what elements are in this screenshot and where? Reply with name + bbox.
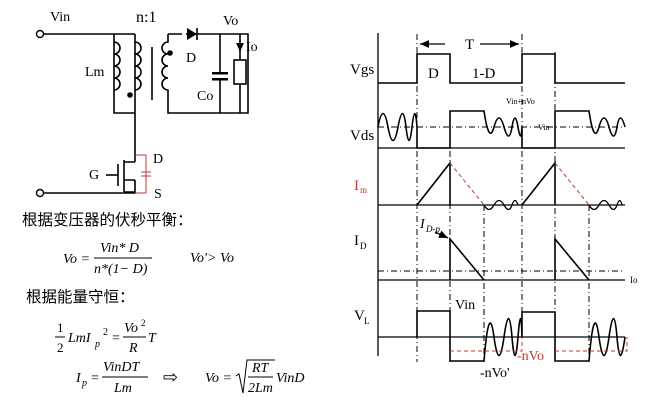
co-label: Co <box>197 89 213 104</box>
vl-label-sub: L <box>364 316 370 326</box>
period-label: T <box>465 37 474 53</box>
body-capacitor <box>135 154 147 194</box>
energy-num-sq: 2 <box>141 318 146 328</box>
capacitor-icon <box>212 72 228 75</box>
volt-second-heading: 根据变压器的伏秒平衡： <box>22 211 193 229</box>
ratio-label: n:1 <box>136 9 156 26</box>
im-ringing <box>483 199 623 211</box>
equations: 根据变压器的伏秒平衡： Vo = Vin* D n*(1− D) Vo'> Vo… <box>22 211 305 396</box>
half-num: 1 <box>57 320 64 335</box>
vo2-lhs: Vo = <box>205 371 232 386</box>
gate-label: G <box>89 168 99 183</box>
primary-wiring <box>44 33 136 194</box>
vo2-den: 2Lm <box>248 381 273 396</box>
id-label-sub: D <box>360 241 367 251</box>
vl-vin-label: Vin <box>455 298 475 313</box>
id-peak-sub: D-p <box>425 224 440 234</box>
mosfet-icon <box>106 154 151 194</box>
vgs-label: Vgs <box>350 62 374 78</box>
off-duty-label: 1-D <box>472 66 495 82</box>
lm-inductor <box>113 41 121 91</box>
vo2-tail: VinD <box>276 371 305 386</box>
ip-eq: = <box>91 371 99 386</box>
vds-label: Vds <box>350 128 374 144</box>
energy-p: p <box>94 339 100 350</box>
id-peak-label: I <box>419 217 426 232</box>
ip-num: VinDT <box>103 360 141 375</box>
io-level-label: Io <box>630 275 638 285</box>
energy-sq: 2 <box>103 327 108 338</box>
flyback-circuit: Vin n:1 Vo Io D Lm Co G D S <box>35 9 258 202</box>
vds-mid-label: Vin <box>538 123 550 132</box>
secondary-wiring <box>161 33 249 114</box>
ip-den: Lm <box>113 381 132 396</box>
diode-label: D <box>186 51 196 66</box>
vo-lhs: Vo = <box>63 252 90 267</box>
im-label-sub: m <box>360 185 367 195</box>
im-waveform <box>416 160 556 206</box>
vl-nvo-dashed <box>450 337 628 352</box>
vl-nvo-prime-label: -nVo' <box>480 366 510 381</box>
vo-numerator: Vin* D <box>100 241 139 256</box>
primary-winding <box>134 41 142 91</box>
vl-waveform <box>416 310 626 362</box>
vl-label: V <box>354 308 365 324</box>
energy-num: Vo <box>124 321 138 336</box>
ip-lhs: I <box>75 371 82 386</box>
energy-T: T <box>148 331 157 346</box>
im-demag-dashed <box>449 162 590 206</box>
energy-lmi: LmI <box>67 331 92 346</box>
source-label: S <box>154 187 162 202</box>
energy-heading: 根据能量守恒： <box>26 288 135 306</box>
resistor-icon <box>233 59 247 85</box>
sqrt-sign <box>235 359 275 394</box>
vgs-waveform <box>378 53 625 84</box>
primary-dot <box>127 92 133 98</box>
im-label: I <box>354 178 359 194</box>
diode-icon <box>187 28 197 40</box>
io-label: Io <box>246 40 258 55</box>
ip-sub: p <box>81 378 87 389</box>
duty-label: D <box>428 66 439 82</box>
vo-label: Vo <box>223 14 238 29</box>
vin-terminal <box>35 29 45 39</box>
vo-compare: Vo'> Vo <box>190 251 234 266</box>
waveforms: T Vgs D 1-D Vds Vin+nVo Vin I m I D I D-… <box>350 33 638 381</box>
id-label: I <box>354 233 359 249</box>
vds-waveform <box>377 110 626 149</box>
id-peak-arrow-icon <box>434 230 449 239</box>
drain-label: D <box>153 152 163 167</box>
half-den: 2 <box>57 340 64 355</box>
energy-den: R <box>128 341 138 356</box>
ground-terminal <box>35 188 45 198</box>
energy-eq: = <box>112 331 120 346</box>
secondary-dot <box>167 50 173 56</box>
vl-nvo-label: -nVo <box>517 349 544 364</box>
implies-arrow-icon: ⇨ <box>163 367 178 387</box>
lm-label: Lm <box>85 65 105 80</box>
vo-denominator: n*(1− D) <box>94 262 148 277</box>
vo2-num: RT <box>251 361 270 376</box>
vin-label: Vin <box>50 10 70 25</box>
id-waveform <box>449 236 590 281</box>
vds-high-label: Vin+nVo <box>506 97 535 106</box>
